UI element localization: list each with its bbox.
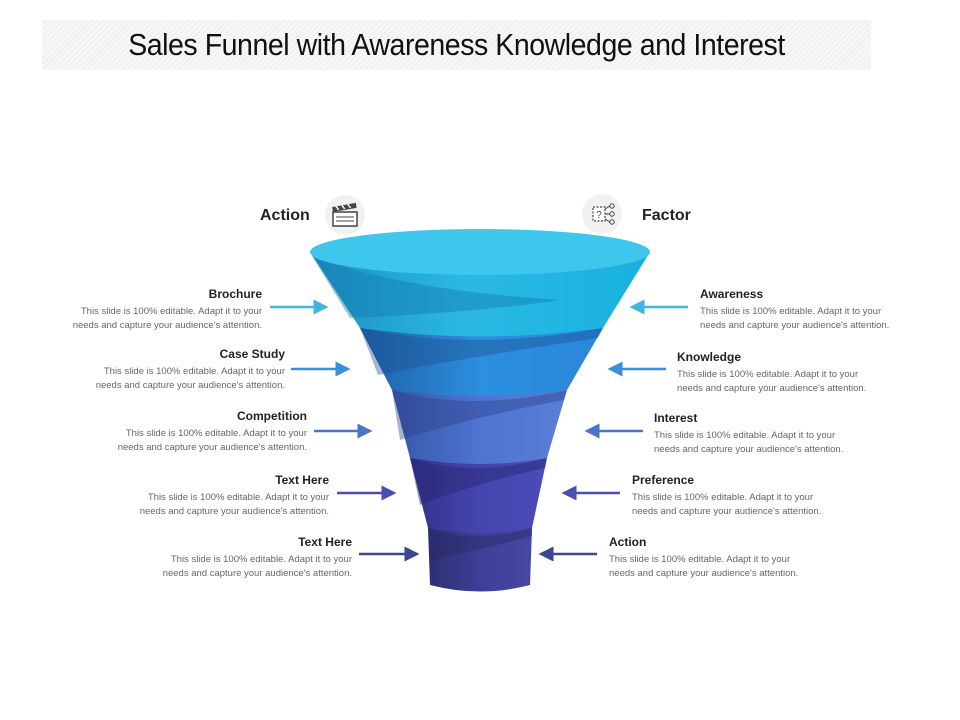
right-item-desc-line-2: needs and capture your audience's attent… [609, 568, 799, 579]
right-item-desc-line-1: This slide is 100% editable. Adapt it to… [632, 492, 814, 503]
funnel-layer-1-shade [312, 256, 560, 318]
funnel-layer-3-shade [392, 390, 567, 440]
left-item-desc-line-2: needs and capture your audience's attent… [139, 506, 329, 517]
left-item-desc-line-1: This slide is 100% editable. Adapt it to… [170, 554, 352, 565]
right-item-desc-line-1: This slide is 100% editable. Adapt it to… [654, 430, 836, 441]
header-factor-label: Factor [642, 207, 691, 224]
funnel-layer-3 [392, 390, 567, 464]
left-item-desc-line-2: needs and capture your audience's attent… [162, 568, 352, 579]
page-title: Sales Funnel with Awareness Knowledge an… [128, 27, 785, 62]
right-item-title: Awareness [700, 287, 764, 301]
right-item-desc-line-2: needs and capture your audience's attent… [632, 506, 822, 517]
left-item-desc-line-1: This slide is 100% editable. Adapt it to… [103, 366, 285, 377]
right-item-desc-line-1: This slide is 100% editable. Adapt it to… [700, 306, 882, 317]
svg-text:?: ? [596, 210, 602, 221]
left-item-desc-line-1: This slide is 100% editable. Adapt it to… [80, 306, 262, 317]
left-item-title: Text Here [275, 473, 329, 487]
right-item-title: Knowledge [677, 350, 742, 364]
left-item-desc-line-2: needs and capture your audience's attent… [95, 380, 285, 391]
right-item-desc-line-2: needs and capture your audience's attent… [654, 444, 844, 455]
left-item-title: Text Here [298, 535, 352, 549]
left-item-title: Brochure [208, 287, 262, 301]
left-item-desc-line-2: needs and capture your audience's attent… [72, 320, 262, 331]
right-item-3: Interest This slide is 100% editable. Ad… [654, 411, 884, 457]
left-item-desc-line-1: This slide is 100% editable. Adapt it to… [125, 428, 307, 439]
funnel-layer-1 [310, 252, 650, 337]
funnel-layer-4 [410, 458, 547, 533]
clapperboard-icon [325, 195, 365, 235]
right-item-title: Interest [654, 411, 698, 425]
funnel-layer-2-shade [360, 328, 603, 375]
left-item-desc-line-2: needs and capture your audience's attent… [117, 442, 307, 453]
funnel-layer-5-shade [428, 528, 532, 560]
left-item-title: Case Study [219, 347, 285, 361]
title-banner: Sales Funnel with Awareness Knowledge an… [42, 20, 871, 70]
funnel-layer-2 [360, 328, 603, 396]
right-item-title: Preference [632, 473, 695, 487]
funnel-top-ellipse [310, 229, 650, 275]
right-item-desc-line-1: This slide is 100% editable. Adapt it to… [677, 369, 859, 380]
right-item-title: Action [609, 535, 647, 549]
right-item-2: Knowledge This slide is 100% editable. A… [677, 350, 907, 396]
right-item-desc-line-2: needs and capture your audience's attent… [677, 383, 867, 394]
right-item-5: Action This slide is 100% editable. Adap… [609, 535, 839, 581]
right-item-desc-line-1: This slide is 100% editable. Adapt it to… [609, 554, 791, 565]
left-item-4: Text Here This slide is 100% editable. A… [99, 473, 329, 519]
right-item-1: Awareness This slide is 100% editable. A… [700, 287, 930, 333]
flowchart-icon: ? [582, 194, 622, 234]
right-item-4: Preference This slide is 100% editable. … [632, 473, 862, 519]
left-item-1: Brochure This slide is 100% editable. Ad… [32, 287, 262, 333]
right-item-desc-line-2: needs and capture your audience's attent… [700, 320, 890, 331]
funnel-layer-4-shade [410, 458, 547, 505]
left-item-3: Competition This slide is 100% editable.… [77, 409, 307, 455]
left-item-desc-line-1: This slide is 100% editable. Adapt it to… [147, 492, 329, 503]
left-item-title: Competition [237, 409, 307, 423]
header-action-label: Action [260, 207, 310, 224]
left-item-5: Text Here This slide is 100% editable. A… [122, 535, 352, 581]
left-item-2: Case Study This slide is 100% editable. … [55, 347, 285, 393]
funnel-layer-5 [428, 528, 532, 592]
